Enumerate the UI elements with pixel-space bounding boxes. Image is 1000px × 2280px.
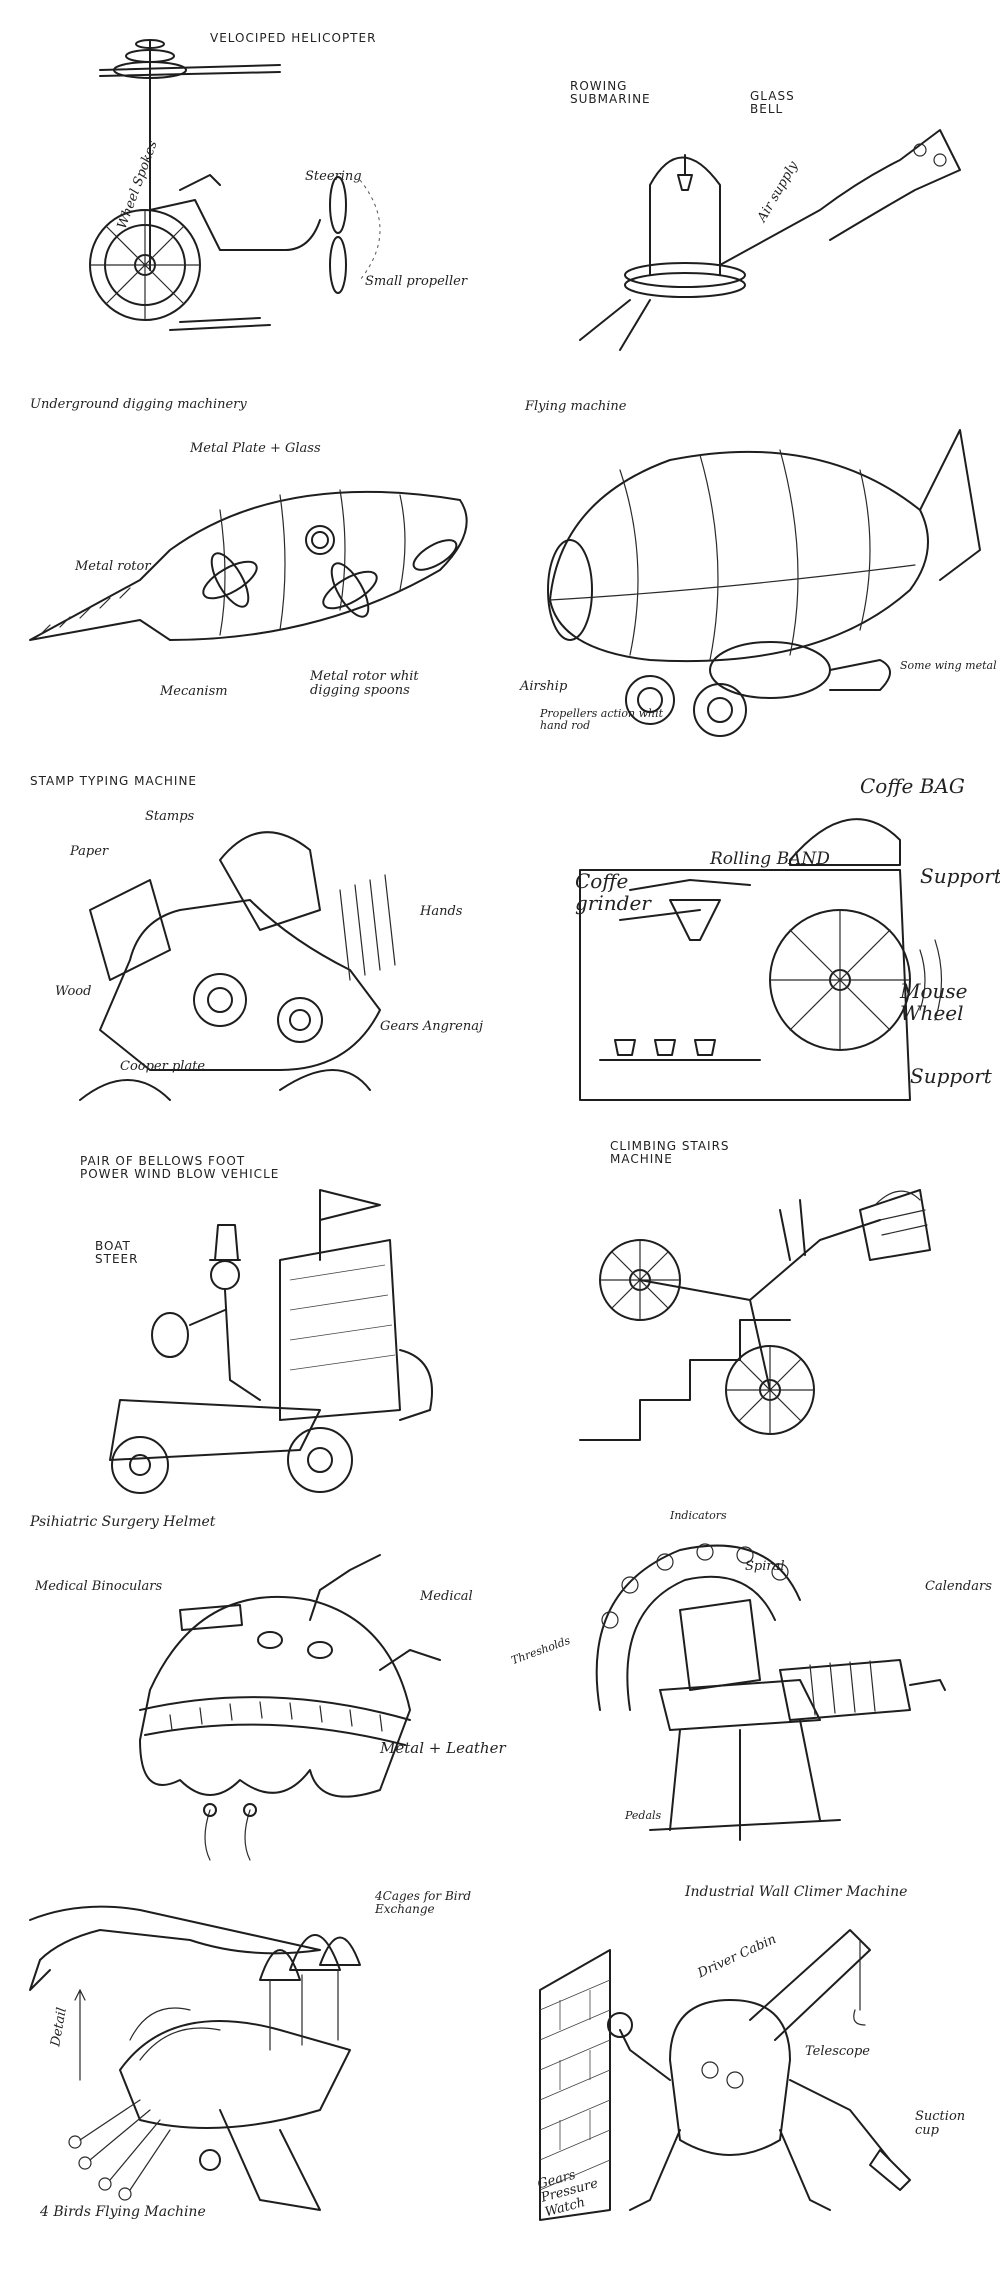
bellows-steer-label: BOAT STEER — [95, 1239, 139, 1267]
coffee-band-label: Rolling BAND — [710, 849, 830, 869]
helmet-drawing — [139, 1554, 441, 1861]
bellows-title: PAIR OF BELLOWS FOOT POWER WIND BLOW VEH… — [80, 1154, 280, 1182]
stamp-hands-label: Hands — [420, 904, 463, 919]
airship-drawing — [547, 429, 981, 737]
chair-spiral-label: Spiral — [745, 1559, 785, 1574]
helmet-medical-label: Medical — [420, 1589, 473, 1604]
bellows-drawing — [109, 1189, 433, 1494]
panel-calendar-chair: Indicators Spiral Calendars Thresholds P… — [509, 1509, 992, 1860]
coffee-wheel-label: Mouse Wheel — [900, 979, 968, 1025]
coffee-support1-label: Support — [920, 864, 1000, 888]
stamp-stamps-label: Stamps — [145, 809, 195, 824]
stairs-title: CLIMBING STAIRS MACHINE — [610, 1139, 730, 1167]
helicopter-drawing — [89, 39, 381, 331]
panel-surgery-helmet: Psihiatric Surgery Helmet Medical Binocu… — [20, 1510, 506, 1861]
wall-cup-label: Suction cup — [915, 2109, 966, 2139]
coffee-drawing — [579, 818, 943, 1101]
panel-bellows-vehicle: PAIR OF BELLOWS FOOT POWER WIND BLOW VEH… — [20, 1150, 490, 1500]
stamp-paper-label: Paper — [70, 844, 109, 859]
coffee-support2-label: Support — [910, 1064, 992, 1088]
panel-stamp-typing: STAMP TYPING MACHINE Paper Stamps Hands … — [20, 770, 490, 1120]
panel-stairs-machine: CLIMBING STAIRS MACHINE — [520, 1130, 990, 1480]
dig-title: Underground digging machinery — [30, 397, 247, 412]
chair-bottom-label: Pedals — [625, 1809, 662, 1822]
stamp-drawing — [79, 831, 396, 1101]
dig-spoons-label: Metal rotor whit digging spoons — [310, 669, 419, 699]
sub-bell-label: GLASS BELL — [750, 89, 795, 117]
panel-digging-machinery: Underground digging machinery Metal Plat… — [20, 390, 490, 740]
helmet-material-label: Metal + Leather — [380, 1739, 506, 1757]
dig-mechanism-label: Mecanism — [160, 684, 228, 699]
dig-rotor-label: Metal rotor — [75, 559, 151, 574]
birds-cages-label: 4Cages for Bird Exchange — [375, 1889, 472, 1917]
panel-wall-climer: Industrial Wall Climer Machine Driver Ca… — [520, 1880, 990, 2230]
panel-coffee-machine: Coffe BAG Rolling BAND Coffe grinder Sup… — [520, 770, 1000, 1120]
chair-top-label: Indicators — [670, 1509, 727, 1522]
birds-title: 4 Birds Flying Machine — [40, 2204, 206, 2220]
fly-wings-label: Some wing metal — [900, 659, 997, 672]
helmet-binoculars-label: Medical Binoculars — [35, 1579, 163, 1594]
sub-title: ROWING SUBMARINE — [570, 79, 651, 107]
heli-title: VELOCIPED HELICOPTER — [210, 31, 377, 45]
stamp-wood-label: Wood — [55, 984, 92, 999]
panel-birds-flying-machine: 4Cages for Bird Exchange Detail 4 Birds … — [20, 1880, 490, 2230]
chair-calendar-label: Calendars — [925, 1579, 992, 1594]
helmet-title: Psihiatric Surgery Helmet — [30, 1514, 216, 1530]
chair-drawing — [595, 1543, 946, 1841]
panel-velociped-helicopter: VELOCIPED HELICOPTER Wheel Spokes Steeri… — [20, 10, 490, 360]
heli-steering-label: Steering — [305, 169, 362, 184]
coffee-grinder-label: Coffe grinder — [575, 869, 651, 915]
stairs-drawing — [579, 1189, 931, 1441]
panel-flying-machine: Flying machine Airship Propellers action… — [520, 390, 997, 740]
stamp-copper-label: Cooper plate — [120, 1059, 206, 1074]
digging-drawing — [29, 489, 468, 641]
wall-climer-drawing — [539, 1929, 911, 2221]
submarine-drawing — [579, 129, 961, 351]
wall-telescope-label: Telescope — [805, 2044, 870, 2059]
fly-title: Flying machine — [525, 399, 627, 414]
heli-propeller-label: Small propeller — [365, 274, 468, 289]
coffee-bag-label: Coffe BAG — [860, 774, 965, 798]
fly-props-label: Propellers action whit hand rod — [540, 707, 664, 733]
dig-plate-label: Metal Plate + Glass — [190, 441, 321, 456]
panel-rowing-submarine: ROWING SUBMARINE GLASS BELL Air supply — [520, 10, 990, 360]
stamp-gears-label: Gears Angrenaj — [380, 1019, 483, 1034]
fly-airship-label: Airship — [520, 679, 568, 694]
stamp-title: STAMP TYPING MACHINE — [30, 774, 198, 788]
birds-drawing — [29, 1905, 361, 2211]
wall-title: Industrial Wall Climer Machine — [685, 1884, 908, 1900]
